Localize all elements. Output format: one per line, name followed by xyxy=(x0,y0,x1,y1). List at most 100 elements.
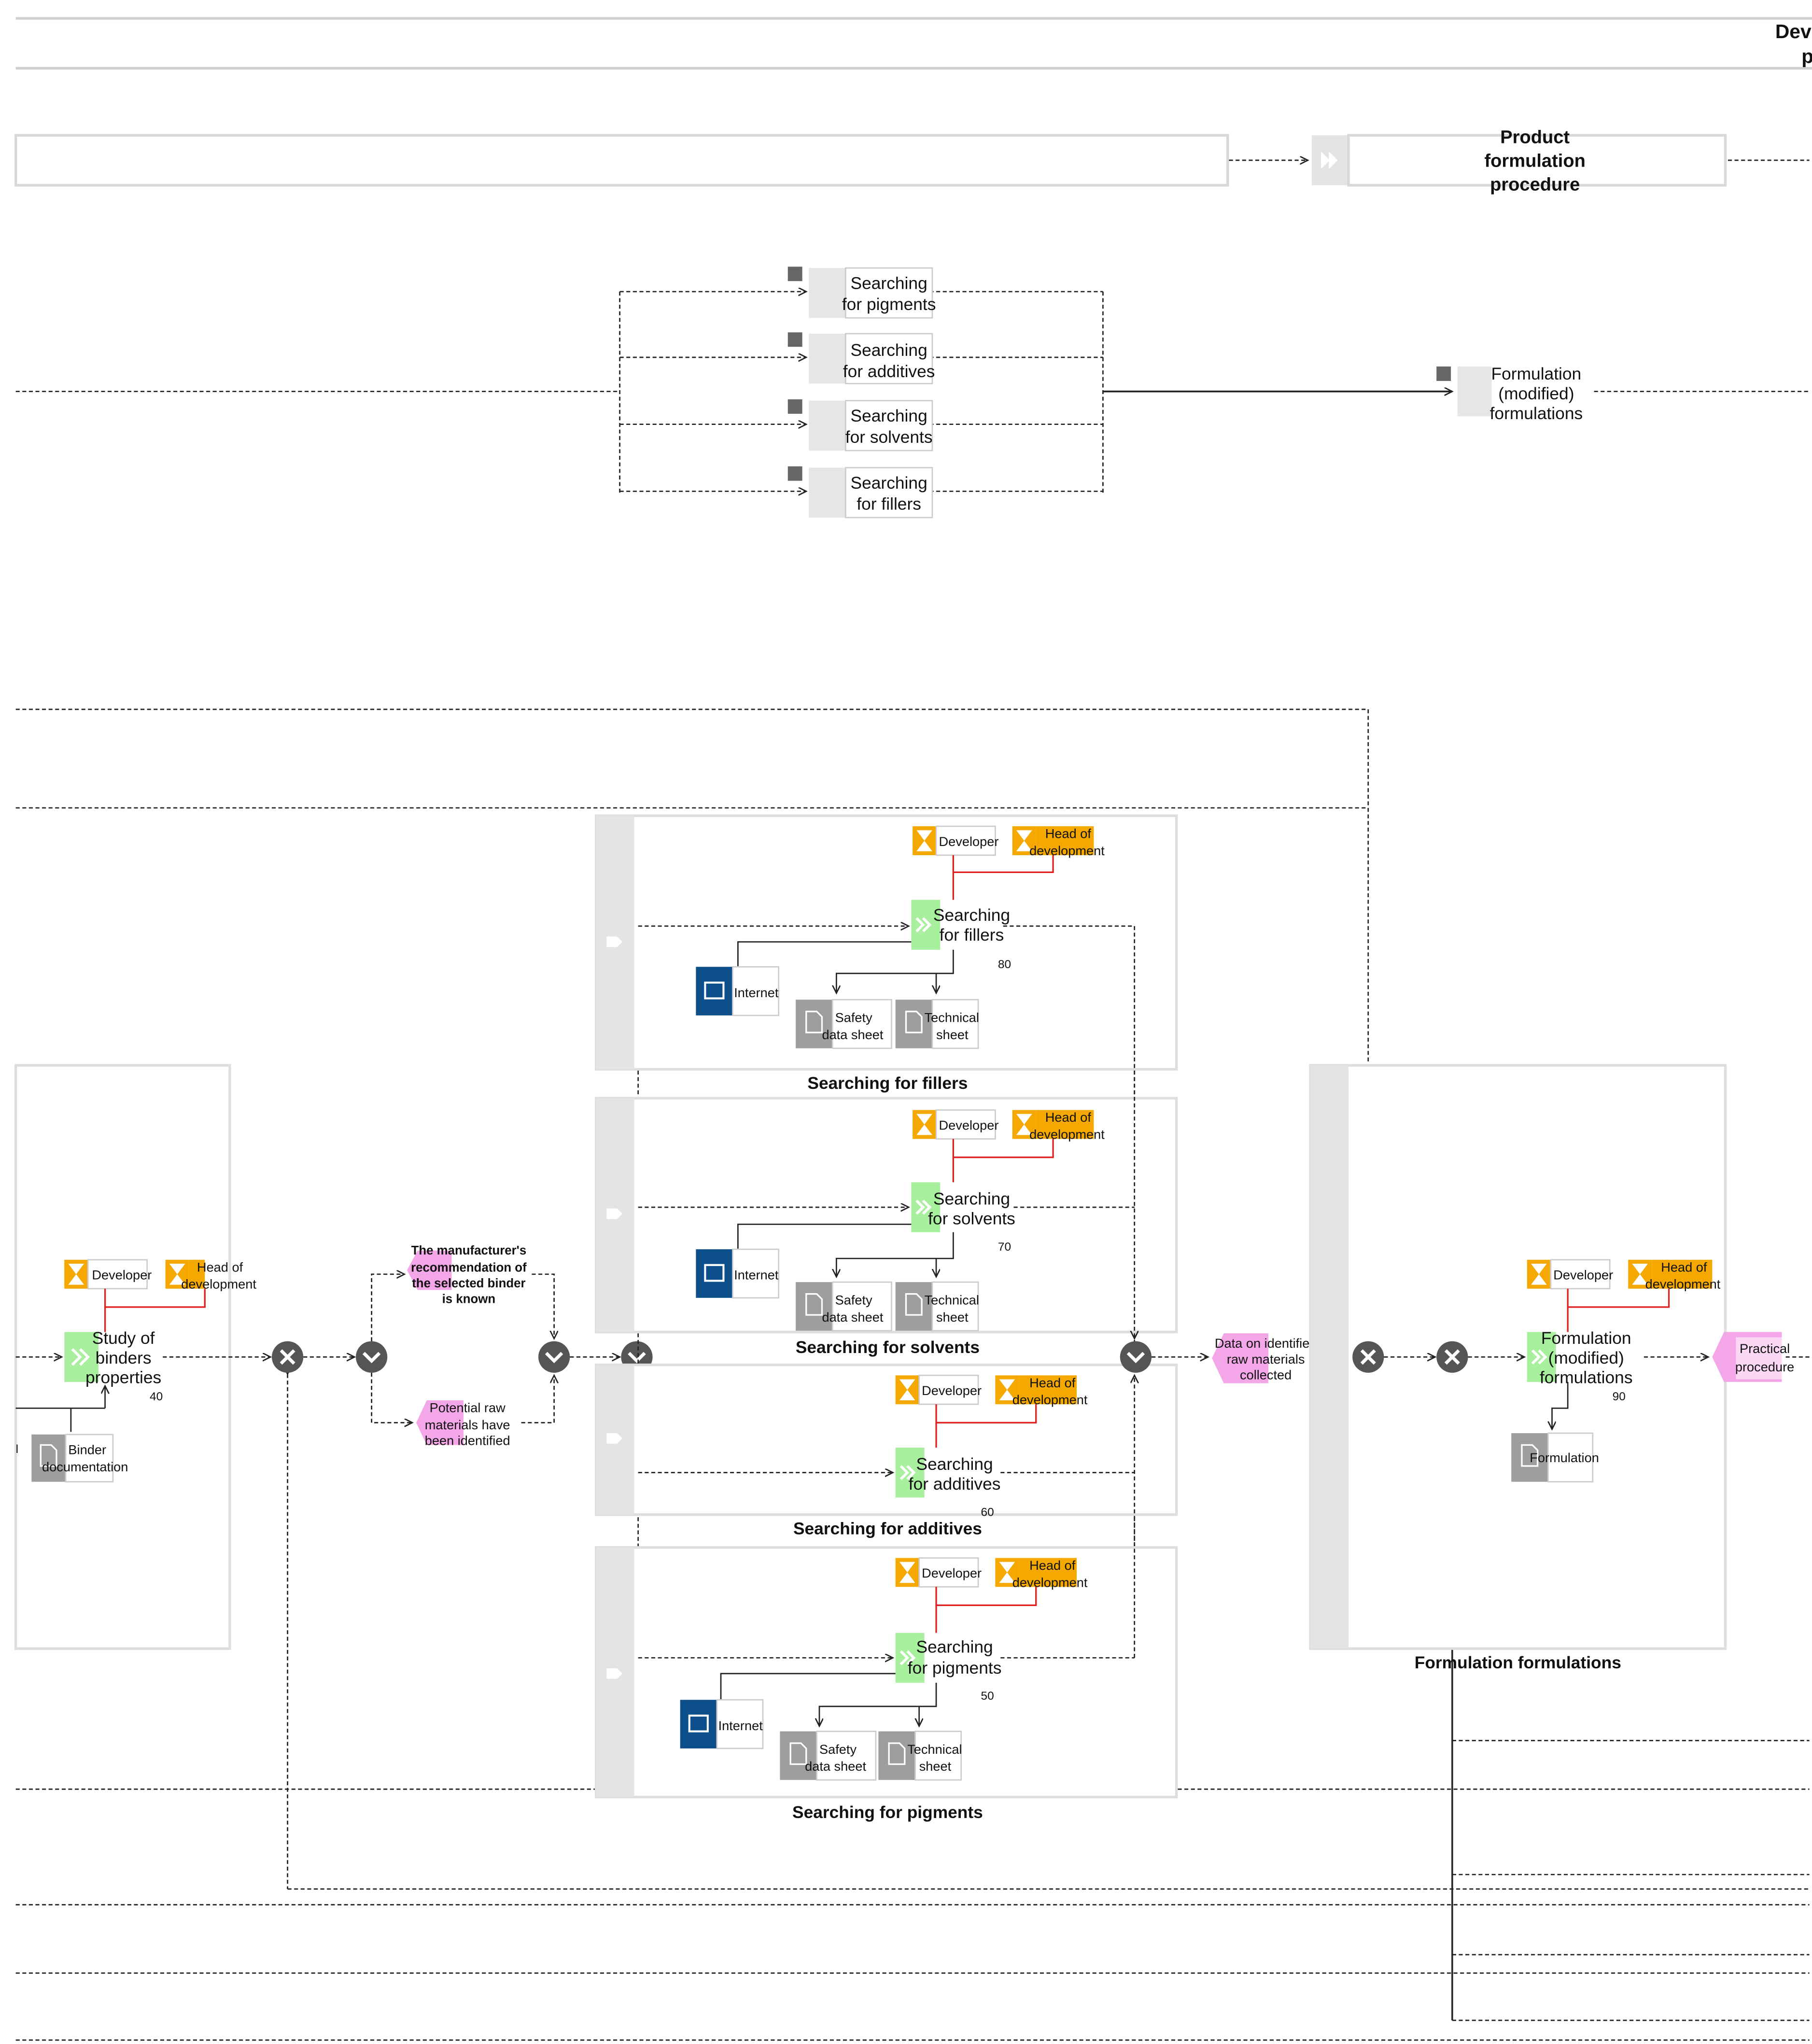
xor-gateway-icon xyxy=(1444,1349,1460,1365)
panel-title-pigments: Searching for pigments xyxy=(792,1803,983,1822)
process-interface-icon xyxy=(606,1668,623,1679)
svg-text:40: 40 xyxy=(150,1390,163,1403)
document-icon xyxy=(40,1444,57,1467)
developer-role-icon xyxy=(916,830,932,851)
role-developer[interactable]: Developer xyxy=(64,1259,152,1290)
process-interface-icon xyxy=(1320,152,1338,169)
process-interface-icon xyxy=(1531,1349,1547,1365)
model-link-icon xyxy=(787,466,802,481)
svg-text:Formulation(modified)formulati: Formulation(modified)formulations xyxy=(1540,1329,1633,1387)
svg-text:Developer: Developer xyxy=(939,834,998,849)
svg-text:Developer: Developer xyxy=(1553,1268,1613,1283)
process-interface-icon xyxy=(606,1433,623,1444)
system-internet-pigments[interactable]: Internet xyxy=(680,1699,764,1749)
svg-text:90: 90 xyxy=(1613,1390,1626,1403)
and-gateway-icon xyxy=(545,1352,563,1364)
doc-formulation[interactable]: Formulation xyxy=(1511,1432,1599,1483)
xor-gateway-3 xyxy=(1436,1341,1468,1373)
overview-result-step[interactable]: Formulation(modified)formulations xyxy=(1436,365,1583,423)
panel-searching-pigments: Searching for pigments xyxy=(594,1546,1178,1822)
document-icon xyxy=(905,1293,923,1316)
process-interface-icon xyxy=(606,1208,623,1219)
svg-text:Developer: Developer xyxy=(922,1383,982,1398)
top-right-label: Dev xyxy=(1775,20,1812,42)
process-interface-icon xyxy=(915,1199,932,1215)
document-icon xyxy=(789,1742,807,1765)
panel-title-fillers: Searching for fillers xyxy=(807,1074,968,1093)
panel-title-additives: Searching for additives xyxy=(793,1519,982,1538)
svg-text:70: 70 xyxy=(998,1240,1011,1254)
panel-title-solvents: Searching for solvents xyxy=(796,1338,980,1357)
panel-searching-additives: Searching for additives xyxy=(594,1363,1178,1538)
document-icon xyxy=(888,1742,906,1765)
document-icon xyxy=(905,1011,923,1033)
step-formulation[interactable]: Formulation(modified)formulations 90 xyxy=(1527,1329,1633,1403)
svg-text:Developer: Developer xyxy=(939,1118,998,1133)
svg-text:80: 80 xyxy=(998,958,1011,971)
process-interface-icon xyxy=(71,1348,90,1366)
overview-bar xyxy=(14,134,1229,187)
internet-system-icon xyxy=(704,981,725,1000)
internet-system-icon xyxy=(704,1264,725,1282)
xor-gateway-1 xyxy=(271,1341,304,1373)
system-internet-fillers[interactable]: Internet xyxy=(696,966,780,1016)
system-internet-solvents[interactable]: Internet xyxy=(696,1248,780,1299)
and-gateway-icon xyxy=(1126,1352,1145,1364)
document-icon xyxy=(805,1293,823,1316)
internet-system-icon xyxy=(688,1714,709,1733)
svg-text:60: 60 xyxy=(981,1506,994,1519)
and-gateway-join-2 xyxy=(1120,1341,1152,1373)
developer-role-icon xyxy=(999,1562,1015,1583)
model-link-icon xyxy=(787,332,802,347)
and-gateway-icon xyxy=(362,1352,381,1364)
